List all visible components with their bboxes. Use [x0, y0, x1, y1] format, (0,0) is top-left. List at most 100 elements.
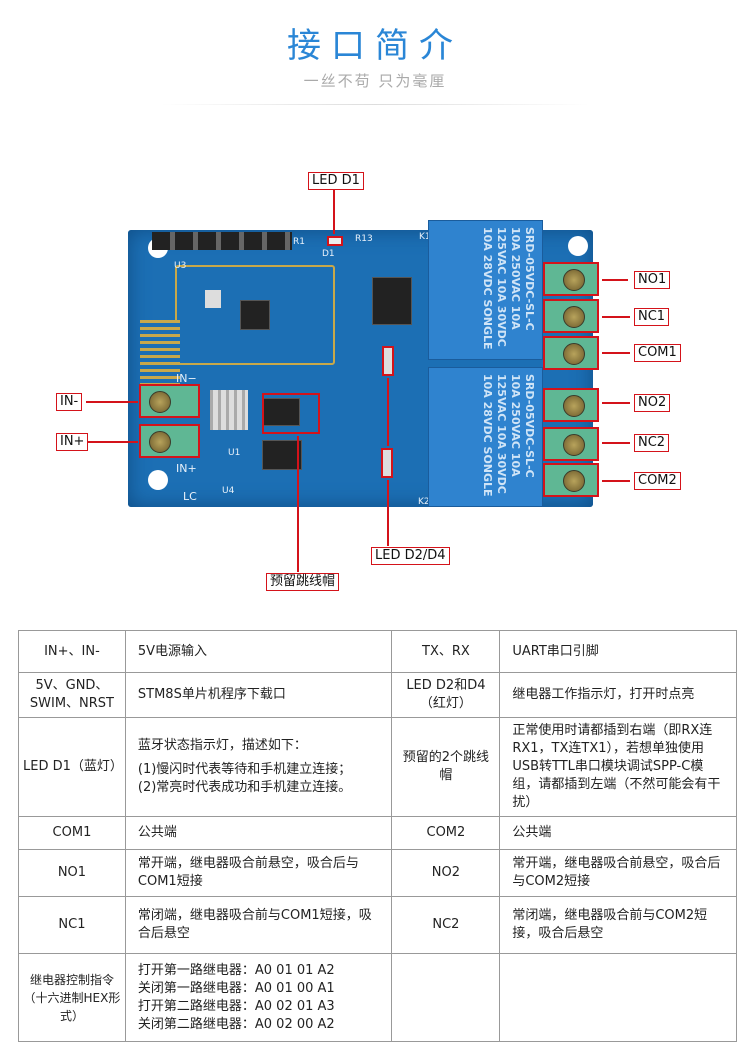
silk-d1: D1	[322, 249, 335, 259]
silk-u4: U4	[222, 486, 235, 496]
bluetooth-module	[175, 265, 335, 365]
mount-hole	[568, 236, 588, 256]
table-value-cell: STM8S单片机程序下载口	[124, 672, 393, 718]
table-key-cell: IN+、IN-	[18, 630, 126, 673]
arrow-in-minus	[86, 401, 138, 403]
table-row: LED D1（蓝灯）蓝牙状态指示灯，描述如下：(1)慢闪时代表等待和手机建立连接…	[18, 717, 737, 817]
arrow-led-d1	[333, 190, 335, 234]
relay-2-rating: SRD-05VDC-SL-C 10A 250VAC 10A 125VAC 10A…	[481, 374, 536, 494]
table-key-cell: LED D2和D4（红灯）	[391, 672, 501, 718]
table-value-cell: 常开端，继电器吸合前悬空，吸合后与COM2短接	[499, 849, 737, 897]
arrow-jumper	[297, 436, 299, 572]
callout-jumper: 预留跳线帽	[266, 573, 340, 591]
table-value-line: 打开第一路继电器：A0 01 01 A2	[137, 962, 335, 978]
led-d2	[382, 346, 394, 376]
terminal-in-plus	[139, 424, 200, 458]
table-value-line: (1)慢闪时代表等待和手机建立连接；	[137, 762, 352, 777]
table-key-cell: NO1	[18, 849, 126, 897]
callout-com2: COM2	[634, 472, 681, 490]
table-value-line: UART串口引脚	[512, 643, 599, 659]
table-key-cell: 预留的2个跳线帽	[391, 717, 501, 817]
silk-u3: U3	[174, 261, 187, 271]
table-key-cell: LED D1（蓝灯）	[18, 717, 126, 817]
arrow-nc1	[602, 316, 630, 318]
silk-k1: K1	[419, 232, 431, 242]
terminal-no1	[543, 262, 599, 296]
table-key-cell: COM1	[18, 816, 126, 850]
relay-1-rating: SRD-05VDC-SL-C 10A 250VAC 10A 125VAC 10A…	[481, 227, 536, 347]
led-d1	[327, 236, 343, 246]
table-value-line: 常闭端，继电器吸合前与COM2短接，吸合后悬空	[512, 908, 708, 941]
table-value-cell: 公共端	[499, 816, 737, 850]
regulator-chip	[262, 440, 302, 470]
table-key-cell: COM2	[391, 816, 501, 850]
pin-header	[152, 232, 292, 250]
callout-nc2: NC2	[634, 434, 670, 452]
crystal	[205, 290, 221, 308]
table-value-line: 正常使用时请都插到右端（即RX连RX1，TX连TX1），若想单独使用USB转TT…	[512, 723, 721, 810]
table-value-line: 继电器工作指示灯，打开时点亮	[512, 687, 695, 702]
callout-led-d2-d4: LED D2/D4	[371, 547, 450, 565]
page-subtitle: 一丝不苟 只为毫厘	[303, 72, 447, 90]
callout-no1: NO1	[634, 271, 671, 289]
mount-hole	[148, 470, 168, 490]
table-key-cell: NO2	[391, 849, 501, 897]
silk-in-plus: IN+	[176, 462, 197, 475]
silk-r13: R13	[355, 234, 373, 244]
table-value-cell: 常开端，继电器吸合前悬空，吸合后与COM1短接	[124, 849, 393, 897]
table-value-cell	[499, 953, 737, 1042]
table-key-cell	[391, 953, 501, 1042]
table-value-line: (2)常亮时代表成功和手机建立连接。	[137, 780, 352, 795]
relay-2-brand: SONGLE	[481, 446, 494, 497]
table-value-cell: 常闭端，继电器吸合前与COM1短接，吸合后悬空	[124, 896, 393, 954]
table-key-cell: NC1	[18, 896, 126, 954]
arrow-in-plus	[86, 441, 138, 443]
table-value-line: 5V电源输入	[137, 643, 208, 659]
terminal-nc2	[543, 427, 599, 461]
terminal-in-minus	[139, 384, 200, 418]
terminal-com1	[543, 336, 599, 370]
page-title: 接口简介	[287, 26, 463, 66]
silk-in-minus: IN−	[176, 372, 197, 385]
callout-nc1: NC1	[634, 308, 670, 326]
jumper-highlight	[262, 393, 320, 434]
table-value-cell: 常闭端，继电器吸合前与COM2短接，吸合后悬空	[499, 896, 737, 954]
jumper-block	[262, 398, 300, 426]
table-value-cell: UART串口引脚	[499, 630, 737, 673]
callout-com1: COM1	[634, 344, 681, 362]
callout-led-d1: LED D1	[308, 172, 364, 190]
mcu-chip	[240, 300, 270, 330]
table-row: COM1 公共端 COM2 公共端	[18, 816, 737, 850]
table-row: 5V、GND、SWIM、NRST STM8S单片机程序下载口 LED D2和D4（红…	[18, 672, 737, 718]
arrow-no1	[602, 279, 628, 281]
relay-1: SRD-05VDC-SL-C 10A 250VAC 10A 125VAC 10A…	[428, 220, 543, 360]
table-value-line: 公共端	[512, 825, 552, 840]
callout-in-plus: IN+	[56, 433, 89, 451]
arrow-led-d2	[387, 378, 389, 446]
table-value-cell: 5V电源输入	[124, 630, 393, 673]
relay-2: SRD-05VDC-SL-C 10A 250VAC 10A 125VAC 10A…	[428, 367, 543, 507]
table-value-line: 公共端	[137, 825, 177, 840]
divider	[160, 104, 590, 105]
table-value-cell: 正常使用时请都插到右端（即RX连RX1，TX连TX1），若想单独使用USB转TT…	[499, 717, 737, 817]
table-key-cell: 5V、GND、SWIM、NRST	[18, 672, 126, 718]
table-value-cell: 公共端	[124, 816, 393, 850]
table-value-line: 常闭端，继电器吸合前与COM1短接，吸合后悬空	[137, 908, 372, 941]
table-value-line: STM8S单片机程序下载口	[137, 687, 286, 702]
table-key-cell: 继电器控制指令（十六进制HEX形式）	[18, 953, 126, 1042]
interface-table: IN+、IN- 5V电源输入 TX、RX UART串口引脚 5V、GND、SWIM、NR…	[18, 630, 737, 1042]
table-key-cell: TX、RX	[391, 630, 501, 673]
relay-1-brand: SONGLE	[481, 299, 494, 350]
table-row: IN+、IN- 5V电源输入 TX、RX UART串口引脚	[18, 630, 737, 673]
arrow-com1	[602, 352, 630, 354]
arrow-no2	[602, 402, 630, 404]
table-value-line: 常开端，继电器吸合前悬空，吸合后与COM2短接	[512, 856, 721, 889]
terminal-nc1	[543, 299, 599, 333]
silk-k2: K2	[418, 497, 430, 507]
terminal-no2	[543, 388, 599, 422]
arrow-com2	[602, 480, 630, 482]
